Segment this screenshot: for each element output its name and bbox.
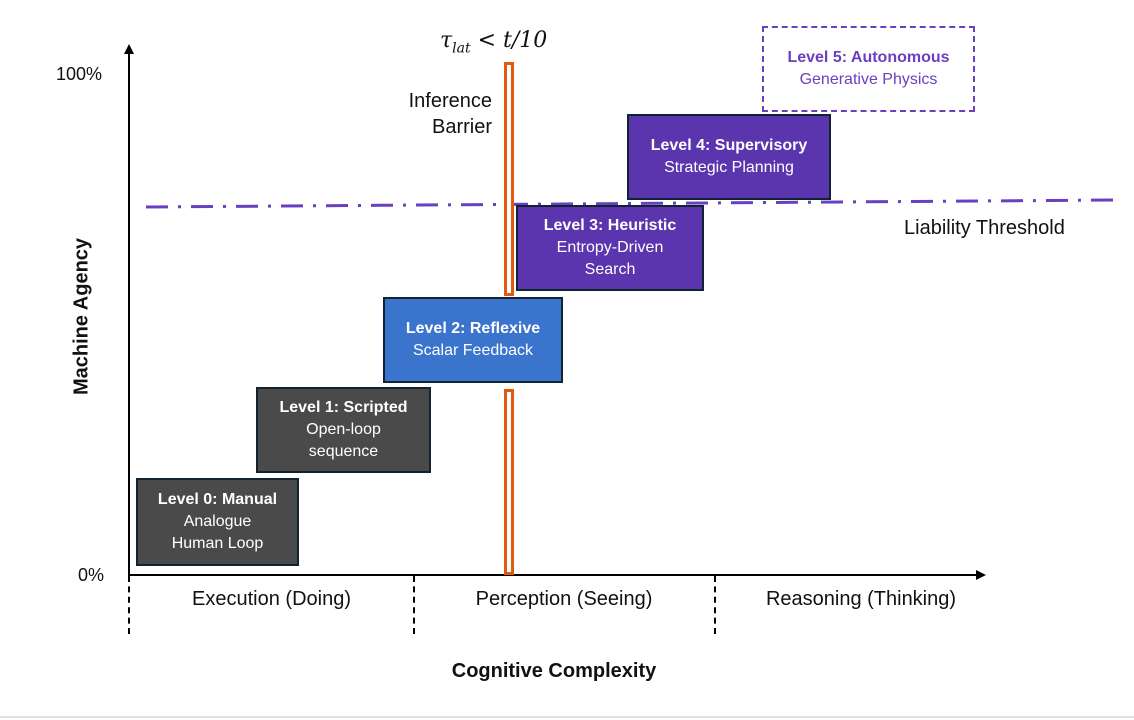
level-1-box: Level 1: Scripted Open-loop sequence: [256, 387, 431, 473]
x-axis-label: Cognitive Complexity: [451, 660, 657, 682]
region-reasoning: Reasoning (Thinking): [765, 588, 957, 610]
inference-barrier-lower: [504, 389, 514, 575]
inference-barrier-label: Inference Barrier: [408, 90, 492, 138]
y-tick-0: 0%: [78, 565, 105, 585]
x-axis: [128, 574, 978, 576]
x-axis-arrow-icon: [976, 570, 986, 580]
level-0-box: Level 0: Manual Analogue Human Loop: [136, 478, 299, 566]
bottom-rule: [0, 716, 1134, 718]
region-divider: [128, 576, 130, 634]
region-perception: Perception (Seeing): [475, 588, 653, 610]
inference-barrier-upper: [504, 62, 514, 296]
region-divider: [413, 576, 415, 634]
latency-formula: τlat < t/10: [440, 28, 548, 57]
region-execution: Execution (Doing): [192, 588, 351, 610]
level-4-box: Level 4: Supervisory Strategic Planning: [627, 114, 831, 200]
region-divider: [714, 576, 716, 634]
level-3-box: Level 3: Heuristic Entropy-Driven Search: [516, 205, 704, 291]
y-tick-100: 100%: [56, 64, 103, 84]
y-axis-arrow-icon: [124, 44, 134, 54]
liability-threshold-label: Liability Threshold: [904, 217, 1065, 239]
level-5-box: Level 5: Autonomous Generative Physics: [762, 26, 975, 112]
level-2-box: Level 2: Reflexive Scalar Feedback: [383, 297, 563, 383]
y-axis: [128, 50, 130, 577]
